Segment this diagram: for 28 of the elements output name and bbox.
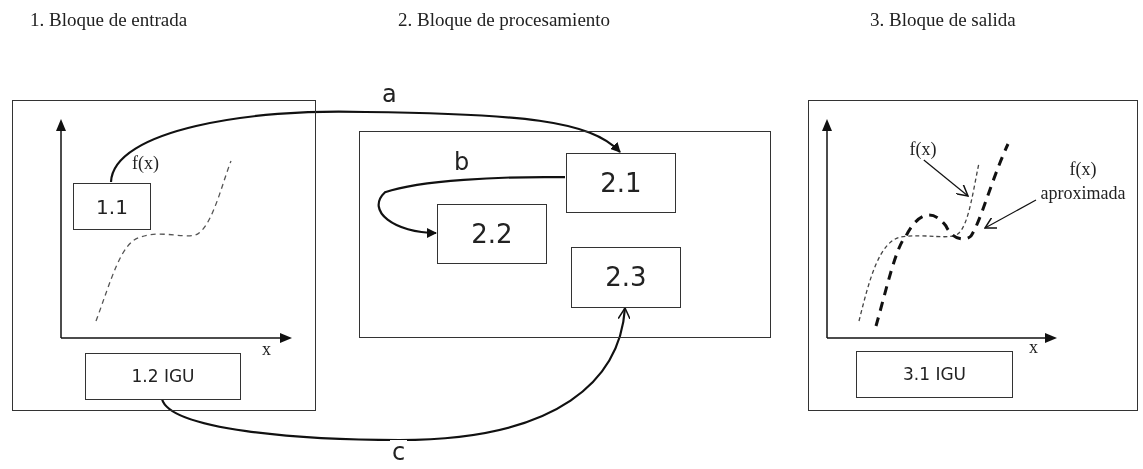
block-panel: [359, 131, 771, 338]
curve-label: f(x): [132, 154, 159, 172]
block-panel: [12, 100, 316, 411]
box-label: 2.3: [605, 261, 647, 294]
process-box: [856, 351, 1013, 398]
process-box: [437, 204, 547, 264]
block-title: 2. Bloque de procesamiento: [398, 10, 611, 29]
box-label: 1.2 IGU: [131, 364, 195, 388]
process-box: [566, 153, 676, 213]
axis-label: x: [1029, 338, 1038, 356]
leader-line: [984, 199, 1037, 229]
block-title: 1. Bloque de entrada: [30, 10, 188, 29]
leader-line: [923, 159, 969, 197]
arrow: [109, 110, 621, 183]
box-label: 3.1 IGU: [902, 362, 967, 386]
process-box: [73, 183, 151, 230]
axis-label: x: [262, 340, 271, 358]
arrow: [161, 307, 631, 442]
block-title: 3. Bloque de salida: [870, 10, 1016, 29]
block-panel: [808, 100, 1138, 411]
box-label: 2.2: [471, 217, 513, 251]
curve-label-text: f(x): [909, 137, 937, 161]
process-box: [85, 353, 241, 400]
box-label: 1.1: [96, 193, 128, 221]
process-box: [571, 247, 681, 308]
curve-label-text: f(x) aproximada: [1039, 158, 1127, 205]
arrow: [377, 175, 565, 238]
box-label: 2.1: [600, 166, 642, 200]
